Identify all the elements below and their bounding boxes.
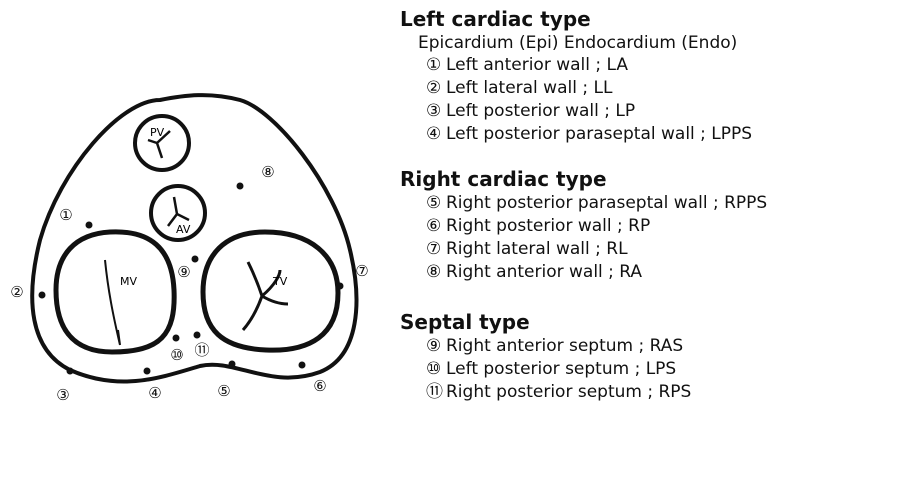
- epi-endo-subtitle: Epicardium (Epi) Endocardium (Endo): [418, 32, 895, 54]
- tv-label: TV: [272, 275, 288, 288]
- site-11-label: ⑪: [194, 341, 209, 359]
- legend: Left cardiac type Epicardium (Epi) Endoc…: [400, 6, 895, 404]
- tricuspid-valve: TV: [203, 232, 338, 350]
- site-8-label: ⑧: [261, 163, 274, 181]
- site-8-dot: [237, 183, 244, 190]
- site-5-label: ⑤: [217, 382, 230, 400]
- pulmonary-valve: PV: [135, 116, 189, 170]
- aortic-valve: AV: [151, 186, 205, 240]
- heart-valve-diagram: PV AV MV TV ① ② ③ ④ ⑤ ⑥ ⑦: [0, 0, 400, 496]
- av-label: AV: [176, 223, 191, 236]
- left-cardiac-section: Left cardiac type Epicardium (Epi) Endoc…: [400, 6, 895, 146]
- site-7-label: ⑦: [355, 262, 368, 280]
- pv-label: PV: [150, 126, 165, 139]
- site-9-label: ⑨: [177, 263, 190, 281]
- site-5-dot: [229, 361, 236, 368]
- site-11-dot: [194, 332, 201, 339]
- site-2-dot: [39, 292, 46, 299]
- site-3-dot: [67, 368, 74, 375]
- mv-label: MV: [120, 275, 137, 288]
- mitral-valve: MV: [56, 232, 174, 352]
- site-3-label: ③: [56, 386, 69, 404]
- left-cardiac-title: Left cardiac type: [400, 6, 895, 32]
- site-6-label: ⑥: [313, 377, 326, 395]
- site-10-dot: [173, 335, 180, 342]
- site-4-dot: [144, 368, 151, 375]
- site-1-dot: [86, 222, 93, 229]
- site-7-dot: [337, 283, 344, 290]
- septal-title: Septal type: [400, 309, 895, 335]
- site-4-label: ④: [148, 384, 161, 402]
- site-2-label: ②: [10, 283, 23, 301]
- site-9-dot: [192, 256, 199, 263]
- right-cardiac-title: Right cardiac type: [400, 166, 895, 192]
- site-1-label: ①: [59, 206, 72, 224]
- site-10-label: ⑩: [170, 346, 183, 364]
- site-6-dot: [299, 362, 306, 369]
